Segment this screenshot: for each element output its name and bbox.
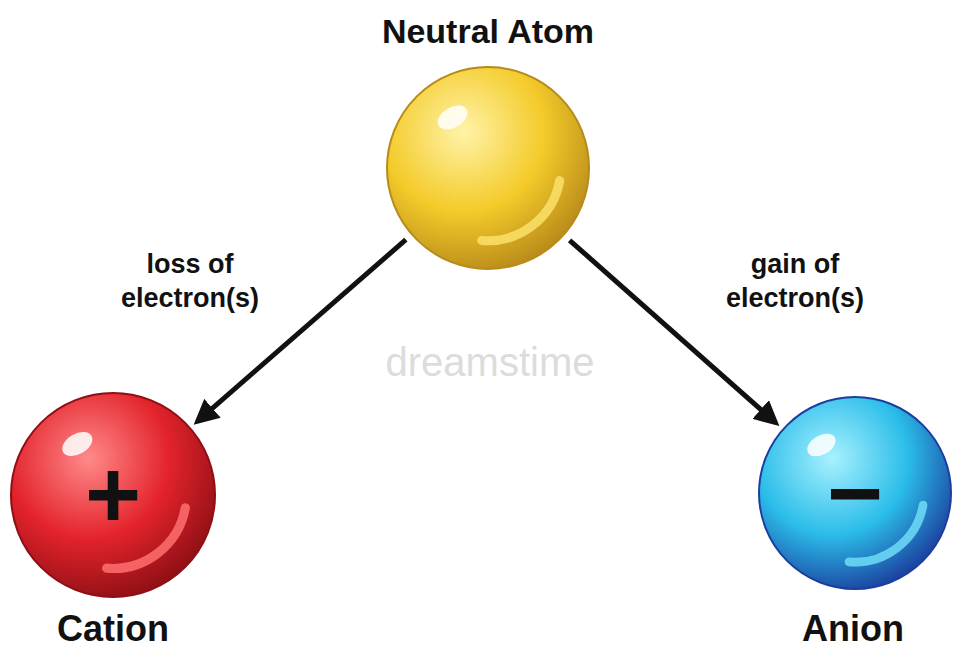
watermark: dreamstime <box>380 340 600 385</box>
atom-node: − Anion <box>755 390 951 653</box>
arrow-connector <box>570 240 776 422</box>
atom-sphere <box>381 61 595 275</box>
charge-symbol: + <box>11 393 215 597</box>
atom-node: Neutral Atom <box>338 12 638 274</box>
edge-label: gain of electron(s) <box>700 248 890 316</box>
charge-symbol: − <box>759 397 951 589</box>
ion-name: Cation <box>0 608 226 650</box>
node-heading: Neutral Atom <box>338 12 638 51</box>
ion-name: Anion <box>755 608 951 650</box>
atom-node: + Cation <box>0 390 226 653</box>
edge-label: loss of electron(s) <box>95 248 285 316</box>
